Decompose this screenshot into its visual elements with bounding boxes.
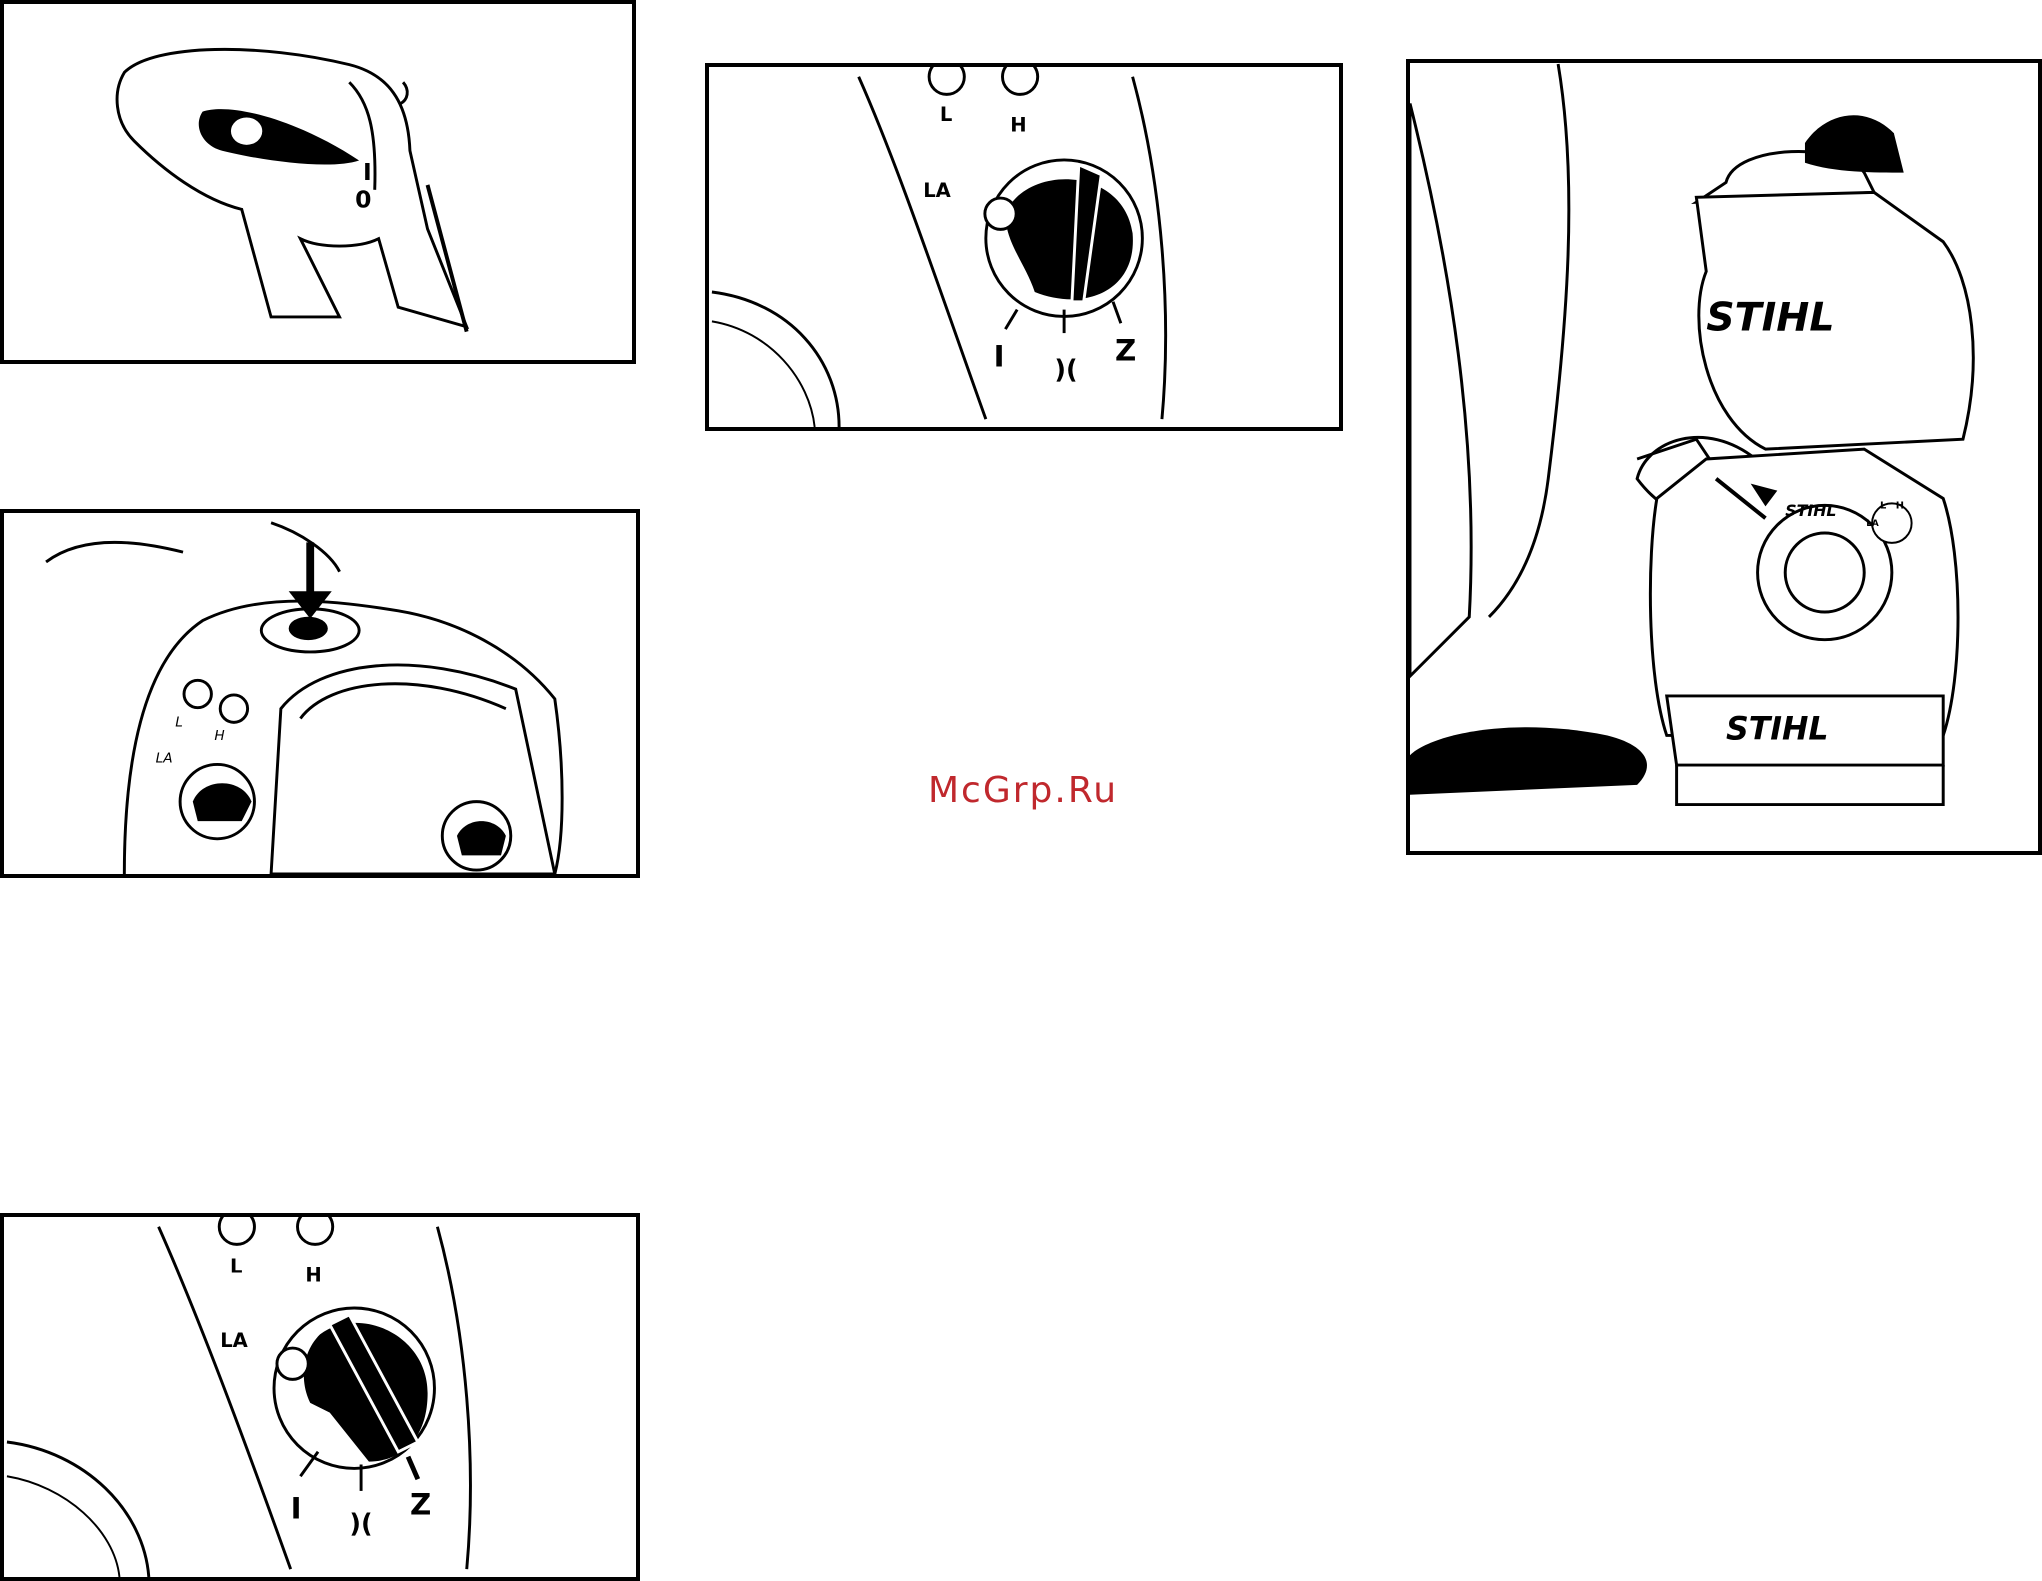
- svg-text:Z: Z: [1115, 333, 1136, 367]
- mixture-label-l: L: [230, 1255, 242, 1278]
- watermark: McGrp.Ru: [928, 770, 1118, 811]
- brand-logo-top: STIHL: [1706, 295, 1834, 341]
- idle-label-la: LA: [923, 179, 951, 202]
- mixture-label-h: H: [214, 728, 224, 744]
- primer-bulb-illustration: L H LA: [0, 509, 640, 878]
- mini-label-la: LA: [1866, 519, 1879, 529]
- choke-middle-drawing: L H LA I )( Z: [709, 67, 1339, 427]
- mini-label-h: H: [1896, 500, 1904, 511]
- mixture-label-h: H: [305, 1264, 321, 1287]
- operator-starting-illustration: STIHL L H LA STIHL STIHL: [1406, 59, 2042, 855]
- primer-drawing: L H LA: [4, 513, 636, 874]
- stop-switch-drawing: I 0: [4, 4, 632, 360]
- svg-text:)(: )(: [349, 1508, 372, 1538]
- mixture-label-l: L: [940, 103, 952, 126]
- brand-logo-engine: STIHL: [1785, 501, 1836, 520]
- switch-mark-off: 0: [355, 185, 371, 213]
- svg-text:I: I: [291, 1491, 302, 1525]
- brand-logo-base: STIHL: [1726, 711, 1829, 747]
- svg-text:I: I: [994, 339, 1005, 373]
- svg-text:Z: Z: [410, 1487, 431, 1521]
- operator-drawing: STIHL L H LA STIHL STIHL: [1410, 63, 2038, 851]
- choke-start-drawing: L H LA I )( Z: [4, 1217, 636, 1577]
- choke-lever-middle-illustration: L H LA I )( Z: [705, 63, 1343, 431]
- svg-text:)(: )(: [1054, 354, 1077, 384]
- mini-label-l: L: [1880, 500, 1887, 511]
- switch-mark-on: I: [363, 158, 372, 186]
- idle-label-la: LA: [220, 1329, 248, 1352]
- stop-switch-illustration: I 0: [0, 0, 636, 364]
- idle-label-la: LA: [156, 750, 173, 766]
- mixture-label-l: L: [175, 714, 183, 730]
- choke-lever-start-illustration: L H LA I )( Z: [0, 1213, 640, 1581]
- mixture-label-h: H: [1010, 114, 1026, 137]
